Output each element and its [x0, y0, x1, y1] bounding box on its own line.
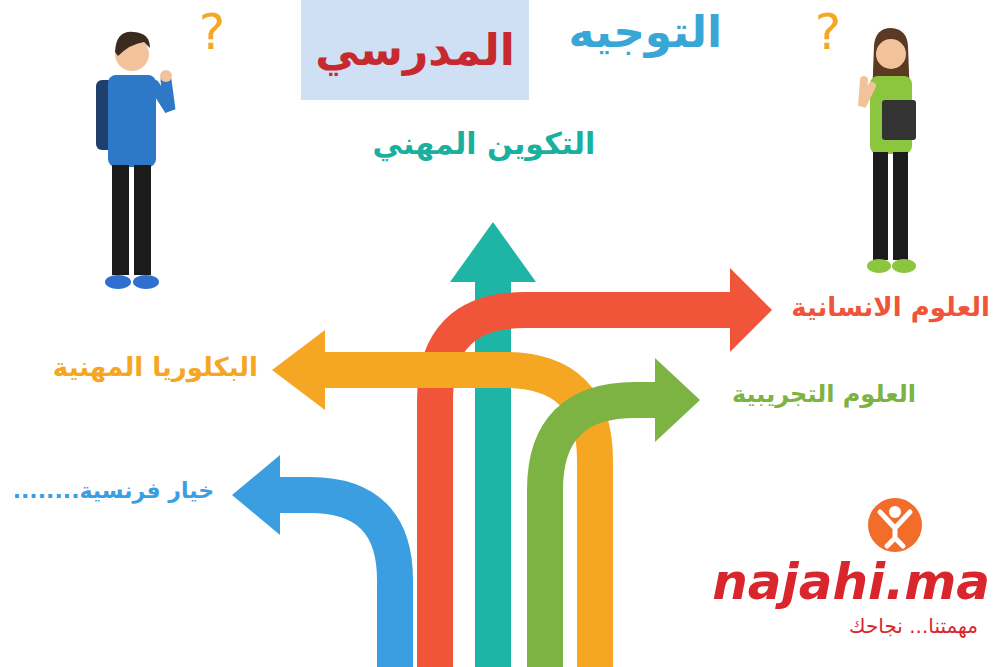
- tagline: مهمتنا... نجاحك: [849, 614, 978, 638]
- shoe: [892, 259, 916, 273]
- logo-text: najahi.ma: [712, 552, 990, 612]
- path-label: التكوين المهني: [373, 126, 596, 162]
- question-mark: ?: [815, 2, 842, 62]
- logo-circle: [868, 498, 922, 552]
- arm: [862, 80, 872, 106]
- arrow-head: [655, 358, 700, 442]
- boy-figure: [96, 32, 172, 289]
- title-word: التوجيه: [568, 6, 722, 59]
- leg: [112, 165, 129, 275]
- shirt: [108, 75, 156, 167]
- leg: [134, 165, 151, 275]
- arrow-head: [272, 330, 325, 410]
- hair: [115, 32, 150, 56]
- hand: [160, 70, 172, 82]
- leg: [873, 152, 888, 260]
- arm: [154, 80, 170, 110]
- path-label: العلوم التجريبية: [732, 380, 916, 409]
- arrow-body: [280, 495, 395, 667]
- teal-arrow: [450, 222, 536, 667]
- leg: [893, 152, 908, 260]
- arrow-body: [545, 400, 655, 667]
- path-label: خيار فرنسية........: [13, 478, 214, 504]
- title-word: المدرسي: [315, 24, 515, 77]
- shoe: [133, 275, 159, 289]
- shoe: [105, 275, 131, 289]
- logo-icon: [868, 498, 922, 552]
- arrow-head: [450, 222, 536, 282]
- question-mark: ?: [199, 2, 226, 62]
- blue-arrow: [232, 455, 395, 667]
- girl-figure: [862, 28, 916, 273]
- head: [876, 39, 906, 69]
- arrow-body: [475, 280, 511, 667]
- arrow-head: [730, 268, 772, 352]
- book: [882, 100, 916, 140]
- logo-person: [880, 512, 910, 546]
- arrow-head: [232, 455, 280, 535]
- path-label: البكلوريا المهنية: [53, 352, 258, 383]
- path-label: العلوم الانسانية: [791, 292, 990, 323]
- title-box: المدرسي: [301, 0, 529, 100]
- logo-head: [889, 506, 901, 518]
- shoe: [867, 259, 891, 273]
- green-arrow: [545, 358, 700, 667]
